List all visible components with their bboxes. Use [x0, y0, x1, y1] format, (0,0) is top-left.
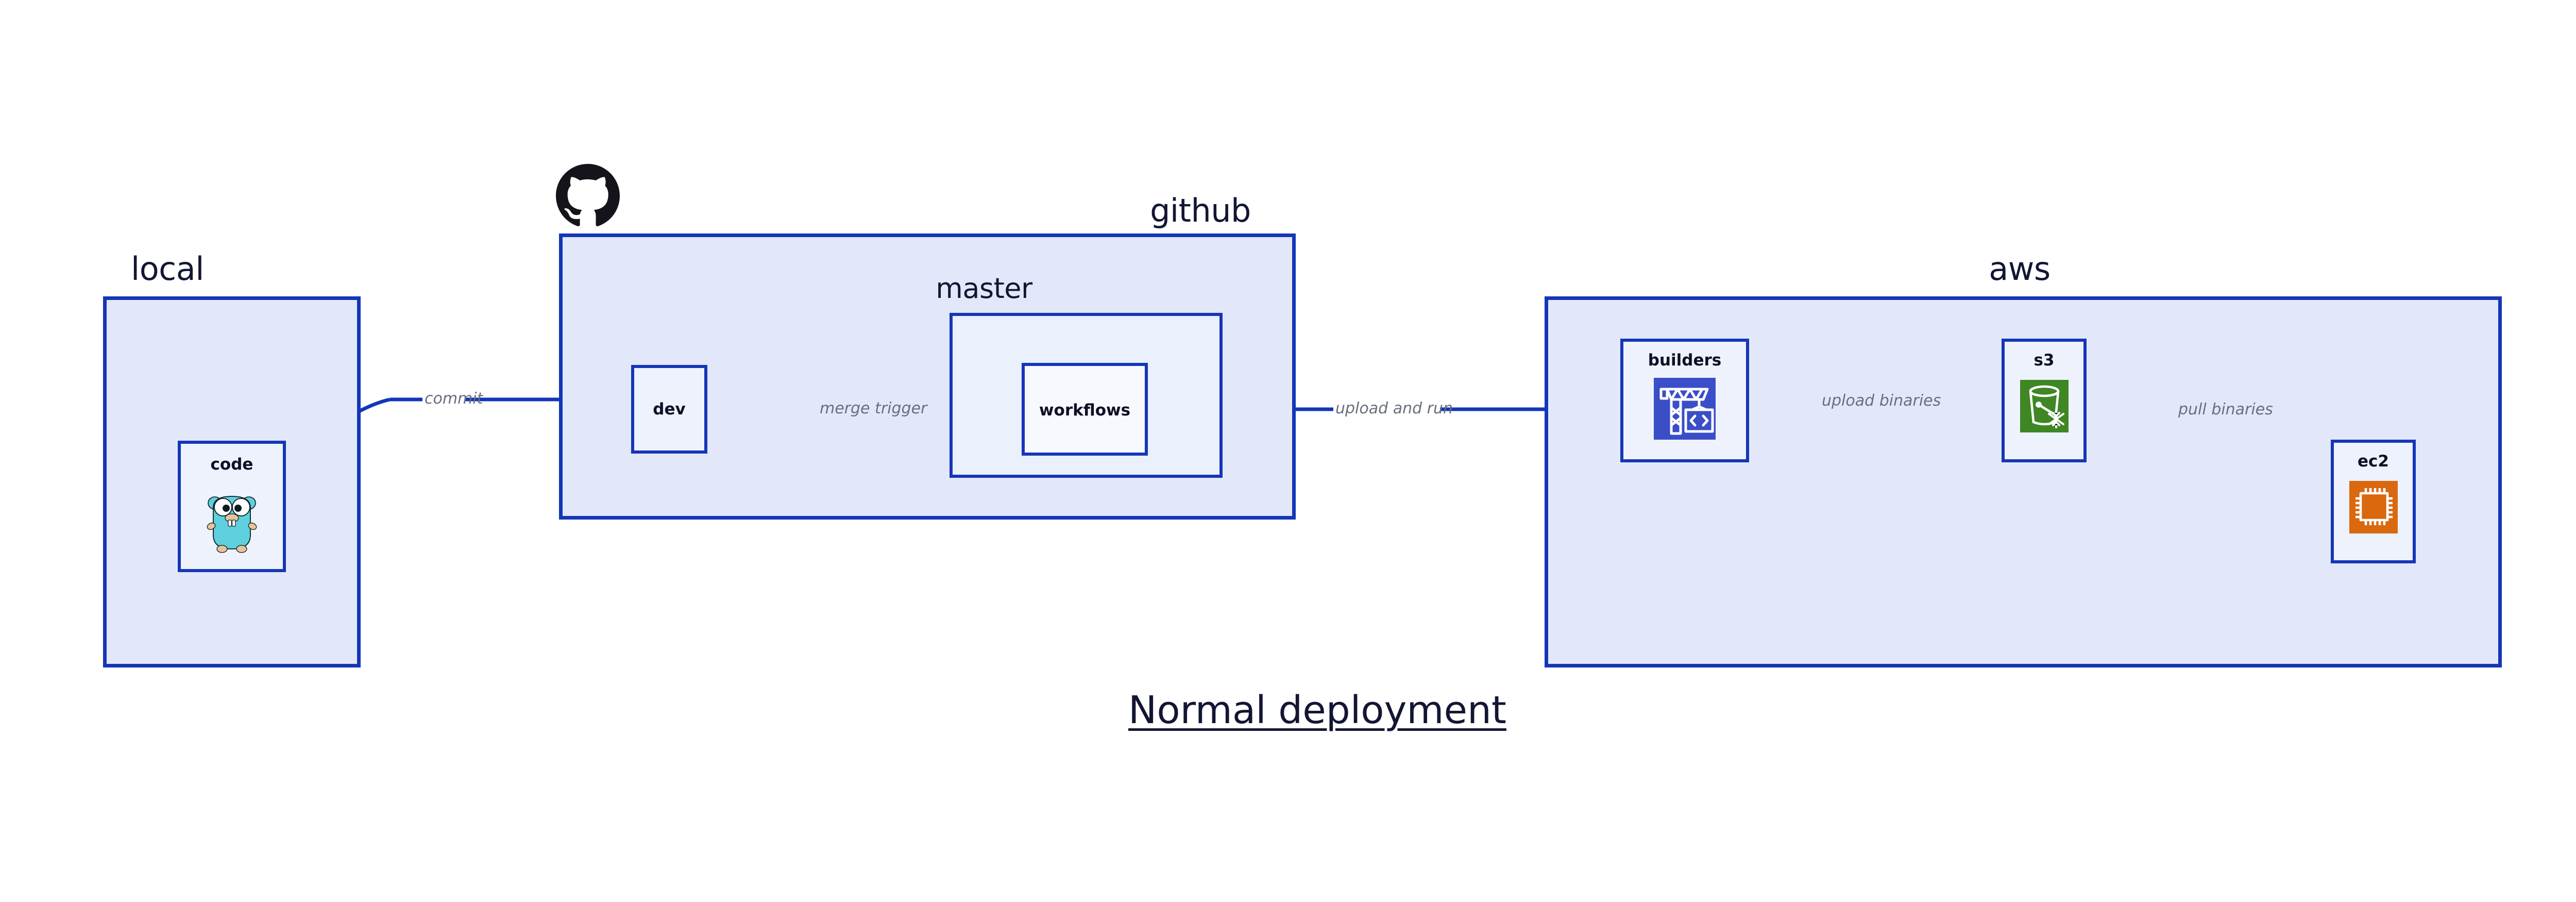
edge-label-merge-trigger: merge trigger: [820, 399, 927, 417]
node-ec2-label: ec2: [2358, 452, 2389, 471]
group-title-aws: aws: [1989, 250, 2050, 288]
node-code[interactable]: code: [178, 441, 286, 572]
edge-label-upload-binaries: upload binaries: [1822, 392, 1941, 410]
node-dev[interactable]: dev: [631, 365, 707, 454]
node-dev-label: dev: [653, 400, 686, 419]
crane-code-icon: [1654, 378, 1716, 440]
github-octocat-logo: [556, 164, 620, 226]
node-ec2[interactable]: ec2: [2331, 440, 2416, 563]
node-workflows-label: workflows: [1039, 401, 1131, 420]
go-gopher-icon: [207, 496, 257, 553]
edge-label-commit: commit: [425, 390, 483, 408]
group-title-github: github: [1150, 192, 1251, 229]
node-s3-label: s3: [2033, 351, 2055, 370]
node-builders-label: builders: [1648, 351, 1722, 370]
node-workflows[interactable]: workflows: [1022, 363, 1148, 456]
node-builders[interactable]: builders: [1620, 339, 1749, 462]
edge-label-upload-and-run: upload and run: [1335, 399, 1453, 417]
diagram-caption: Normal deployment: [1128, 688, 1506, 732]
cpu-chip-icon: [2349, 481, 2398, 533]
node-s3[interactable]: s3: [2002, 339, 2087, 462]
node-code-label: code: [210, 455, 253, 474]
edge-label-pull-binaries: pull binaries: [2178, 400, 2273, 419]
group-title-local: local: [131, 250, 204, 288]
subgroup-title-master: master: [936, 272, 1032, 305]
s3-bucket-icon: [2020, 380, 2069, 432]
